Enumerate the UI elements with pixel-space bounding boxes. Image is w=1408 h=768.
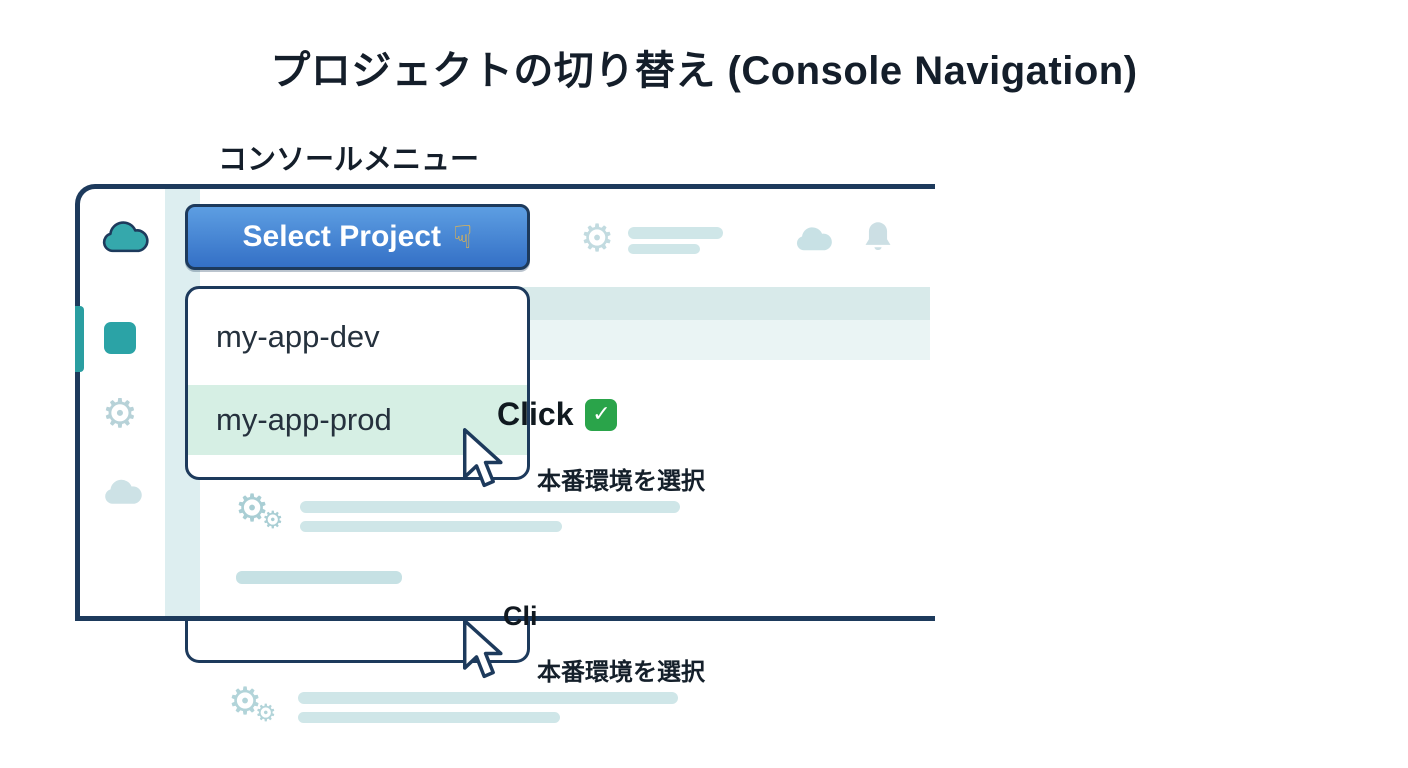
click-label: Click [497, 396, 574, 432]
content-placeholder-line [236, 571, 402, 584]
artifact-placeholder-line [298, 692, 678, 704]
project-dropdown: my-app-dev my-app-prod [185, 286, 530, 480]
click-annotation: Click ✓ [497, 396, 618, 433]
dropdown-item-label: my-app-prod [216, 402, 392, 437]
sidebar-item-cloud[interactable] [98, 219, 150, 255]
cloud-icon [102, 221, 149, 253]
annotation-caption: 本番環境を選択 [537, 468, 705, 495]
artifact-cursor-pointer [455, 618, 505, 682]
dropdown-item-label: my-app-dev [216, 319, 380, 354]
header-cloud-button[interactable] [792, 225, 834, 253]
check-icon: ✓ [585, 398, 618, 431]
console-menu-label: コンソールメニュー [218, 144, 480, 176]
artifact-gears-icon: ⚙ ⚙ [228, 679, 277, 727]
bell-icon [865, 222, 891, 251]
sidebar-item-active[interactable] [104, 322, 136, 354]
cursor-arrow-icon [462, 428, 503, 488]
artifact-placeholder-line [298, 712, 560, 723]
dropdown-item-my-app-dev[interactable]: my-app-dev [188, 289, 527, 385]
sidebar-gear-icon[interactable]: ⚙ [102, 391, 138, 437]
header-gear-icon[interactable]: ⚙ [580, 216, 615, 260]
content-placeholder-line [300, 501, 680, 513]
artifact-dropdown-outline [185, 616, 530, 663]
page-title: プロジェクトの切り替え (Console Navigation) [270, 49, 1138, 93]
select-project-label: Select Project [242, 220, 441, 253]
content-gears-icon: ⚙ ⚙ [235, 486, 284, 534]
header-placeholder-line [628, 244, 700, 254]
artifact-caption: 本番環境を選択 [537, 659, 705, 686]
pointing-down-icon: ☟ [452, 218, 473, 256]
artifact-partial-text: Cli [503, 601, 538, 629]
select-project-button[interactable]: Select Project ☟ [185, 204, 530, 270]
console-window: ⚙ ⚙ Select Project ☟ [75, 184, 935, 621]
cursor-arrow-icon [462, 619, 503, 679]
sidebar-item-cloud-secondary[interactable] [100, 477, 144, 507]
dropdown-item-my-app-prod[interactable]: my-app-prod [188, 385, 527, 455]
header-notifications-button[interactable] [862, 220, 894, 254]
sidebar-active-indicator [75, 306, 84, 372]
header-placeholder-line [628, 227, 723, 239]
content-placeholder-line [300, 521, 562, 532]
cloud-icon [105, 479, 142, 504]
cloud-icon [796, 227, 832, 251]
cursor-pointer [455, 427, 505, 491]
